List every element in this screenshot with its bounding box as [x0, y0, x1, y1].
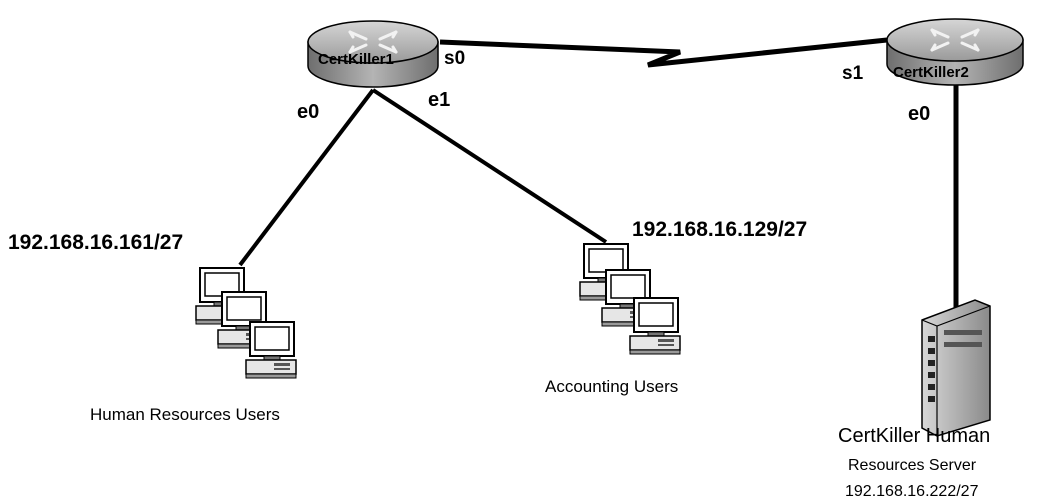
router-name-label: CertKiller1: [318, 51, 394, 68]
router-certkiller1[interactable]: CertKiller1: [307, 20, 439, 88]
router-icon: [307, 20, 439, 88]
subnet-label-hr: 192.168.16.161/27: [8, 231, 183, 254]
interface-label-r2-s1: s1: [842, 63, 864, 84]
hr-users-group[interactable]: Human Resources Users: [90, 267, 297, 424]
server-address: 192.168.16.222/27: [845, 483, 979, 500]
workstation-icon: [579, 243, 681, 355]
interface-label-r1-e0: e0: [297, 101, 319, 123]
router-certkiller2[interactable]: CertKiller2: [886, 18, 1024, 86]
group-label-accounting: Accounting Users: [545, 377, 678, 396]
workstation-icon: [195, 267, 297, 379]
link-serial-r1-r2: [439, 37, 888, 68]
links: [238, 37, 959, 320]
interface-label-r2-e0: e0: [908, 103, 930, 125]
server-icon: [921, 299, 991, 437]
interface-label-r1-e1: e1: [428, 89, 450, 111]
hr-server[interactable]: CertKiller Human Resources Server 192.16…: [838, 299, 991, 500]
router-icon: [886, 18, 1024, 86]
router-name-label: CertKiller2: [893, 64, 969, 81]
group-label-hr: Human Resources Users: [90, 405, 280, 424]
server-name-line1: CertKiller Human: [838, 425, 990, 447]
accounting-users-group[interactable]: Accounting Users: [545, 243, 681, 396]
subnet-label-accounting: 192.168.16.129/27: [632, 218, 807, 241]
server-name-line2: Resources Server: [848, 457, 977, 474]
link-r1-e0-hr: [238, 88, 375, 267]
link-r1-e1-accounting: [371, 88, 608, 244]
interface-label-r1-s0: s0: [444, 48, 465, 69]
